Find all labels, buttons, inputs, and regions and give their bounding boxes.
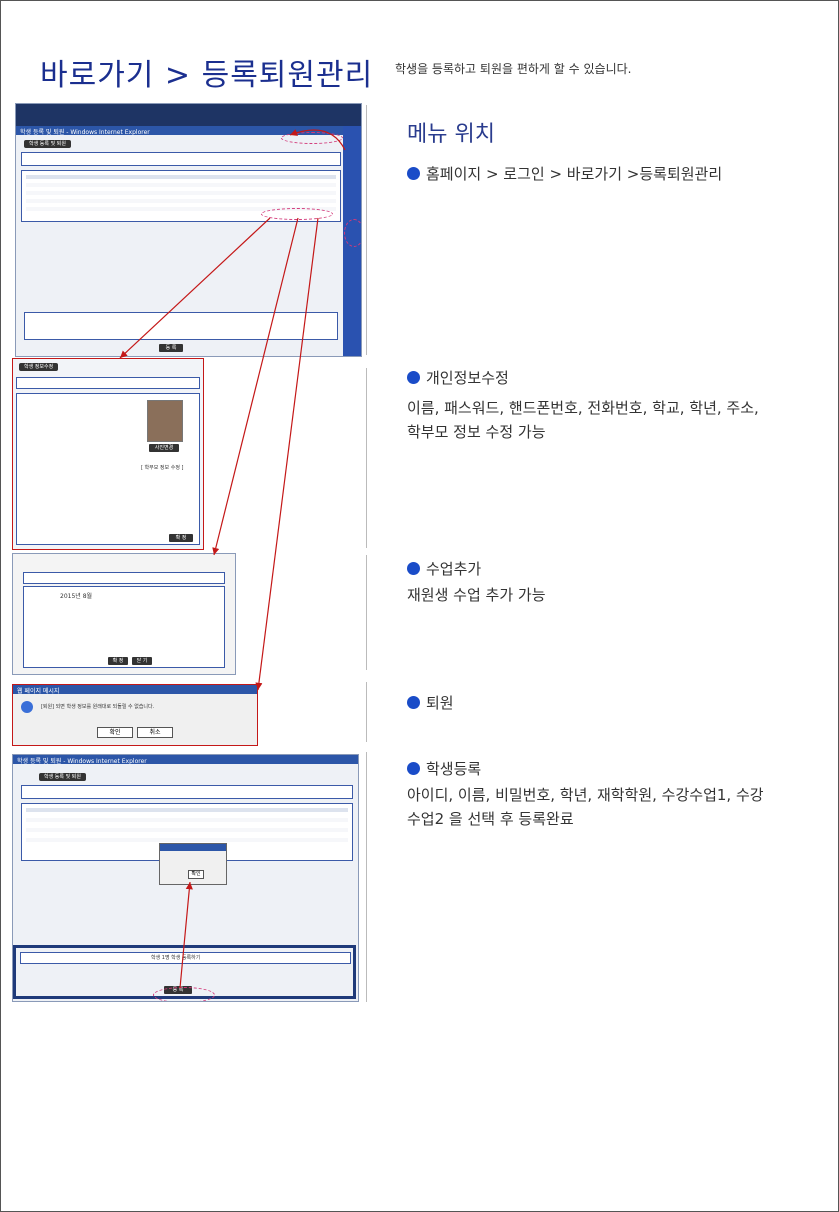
arrow-leave xyxy=(255,217,319,691)
parent-box-title: [ 학부모 정보 수정 ] xyxy=(141,465,184,471)
class-section: 수업추가 xyxy=(407,557,807,581)
leave-section: 퇴원 xyxy=(407,691,807,715)
divider xyxy=(366,368,367,548)
register-button[interactable]: 등 록 xyxy=(159,344,183,352)
confirm-button[interactable]: 확 정 xyxy=(169,534,193,542)
divider xyxy=(366,555,367,670)
ie-title-bar-2: 학생 등록 및 퇴원 - Windows Internet Explorer xyxy=(13,755,358,765)
menu-heading: 메뉴 위치 xyxy=(407,122,495,147)
bullet-icon xyxy=(407,762,420,775)
register-form xyxy=(24,312,338,340)
register-box-title: 학생 1명 학생 등록하기 xyxy=(20,952,351,964)
leave-text: [퇴원] 되면 학생 정보를 원래대로 되돌릴 수 없습니다. xyxy=(41,704,155,710)
dialog-title-bar: 웹 페이지 메시지 xyxy=(13,685,257,695)
class-confirm-button[interactable]: 확 정 xyxy=(108,657,128,665)
search-box xyxy=(21,152,341,166)
divider xyxy=(366,752,367,1002)
student-table-2 xyxy=(21,803,353,861)
id-box xyxy=(16,377,200,389)
highlight-oval xyxy=(153,987,215,1001)
arrow-register xyxy=(179,881,193,989)
screenshot-edit-info: 학생 정보수정 사진변경 [ 학부모 정보 수정 ] 확 정 xyxy=(12,358,204,550)
bullet-icon xyxy=(407,167,420,180)
dialog-ok-button[interactable]: 확인 xyxy=(97,727,133,738)
highlight-oval xyxy=(344,219,361,247)
bullet-icon xyxy=(407,696,420,709)
arrow-menu xyxy=(289,129,346,151)
edit-section: 개인정보수정 xyxy=(407,366,807,390)
screenshot-main-list: 학생 등록 및 퇴원 - Windows Internet Explorer 학… xyxy=(15,103,362,357)
student-photo xyxy=(147,400,183,442)
bullet-icon xyxy=(407,562,420,575)
bullet-icon xyxy=(407,371,420,384)
search-box-2 xyxy=(21,785,353,799)
arrow-class xyxy=(212,217,299,556)
class-selected: 2015년 8월 xyxy=(60,593,93,600)
register-section: 학생등록 xyxy=(407,757,807,781)
divider xyxy=(366,105,367,355)
class-form: 2015년 8월 확 정 닫 기 xyxy=(23,586,225,668)
arrow-edit xyxy=(119,217,271,359)
divider xyxy=(366,682,367,742)
highlight-oval xyxy=(281,132,343,144)
edit-form: 사진변경 [ 학부모 정보 수정 ] 확 정 xyxy=(16,393,200,545)
edit-tab: 학생 정보수정 xyxy=(19,363,59,371)
alert-title-bar xyxy=(160,844,226,851)
photo-button[interactable]: 사진변경 xyxy=(149,444,179,452)
class-title-box xyxy=(23,572,225,584)
class-desc: 재원생 수업 추가 가능 xyxy=(407,586,546,604)
screenshot-leave-dialog: 웹 페이지 메시지 [퇴원] 되면 학생 정보를 원래대로 되돌릴 수 없습니다… xyxy=(12,684,258,746)
page-subtitle: 학생을 등록하고 퇴원을 편하게 할 수 있습니다. xyxy=(395,62,632,76)
ie-title-bar: 학생 등록 및 퇴원 - Windows Internet Explorer xyxy=(16,126,361,136)
screenshot-add-class: 2015년 8월 확 정 닫 기 xyxy=(12,553,236,675)
tab-label: 학생 등록 및 퇴원 xyxy=(24,140,71,148)
dialog-cancel-button[interactable]: 취소 xyxy=(137,727,173,738)
page-title: 바로가기 > 등록퇴원관리 xyxy=(40,58,374,93)
register-tab: 학생 등록 및 퇴원 xyxy=(39,773,86,781)
menu-path: 홈페이지 > 로그인 > 바로가기 >등록퇴원관리 xyxy=(407,162,752,186)
question-icon xyxy=(21,701,33,713)
register-desc: 아이디, 이름, 비밀번호, 학년, 재학학원, 수강수업1, 수강수업2 을 … xyxy=(407,786,764,828)
site-header xyxy=(16,104,361,126)
alert-dialog: 확인 xyxy=(159,843,227,885)
class-close-button[interactable]: 닫 기 xyxy=(132,657,152,665)
alert-ok-button[interactable]: 확인 xyxy=(188,870,204,879)
highlight-oval xyxy=(261,208,333,220)
edit-desc: 이름, 패스워드, 핸드폰번호, 전화번호, 학교, 학년, 주소, 학부모 정… xyxy=(407,399,759,441)
